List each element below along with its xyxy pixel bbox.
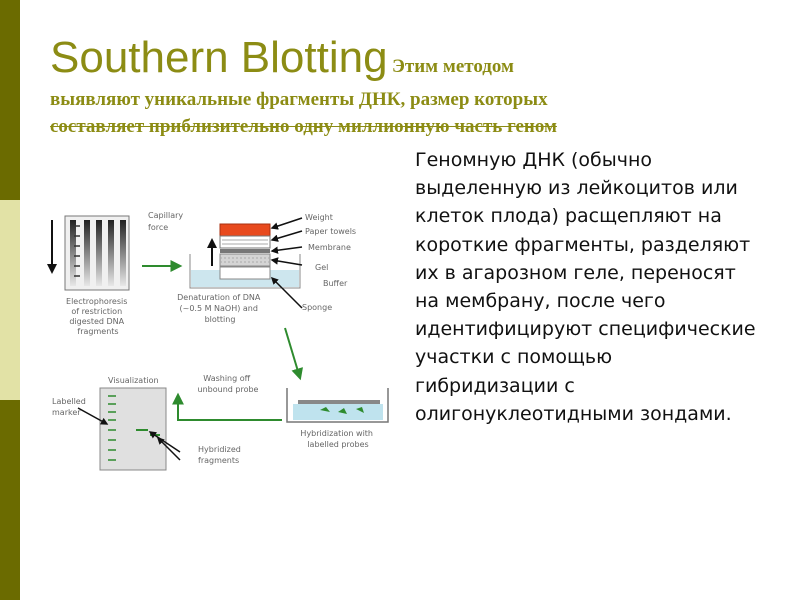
denaturation-label: Denaturation of DNA (~0.5 M NaOH) and bl… (177, 293, 263, 324)
flow-arrow-3 (172, 392, 282, 421)
apparatus-pointer-arrows (270, 217, 303, 309)
washing-label: Washing off unbound probe (198, 374, 259, 394)
hybridized-pointer-arrow-1 (148, 431, 181, 453)
subtitle-line-3: составляет приблизительно одну миллионну… (50, 116, 557, 137)
hybridization-tray (286, 388, 389, 423)
paper-towels-label: Paper towels (305, 227, 356, 236)
slide-title: Southern Blotting (50, 33, 388, 82)
electrophoresis-label: Electrophoresis of restriction digested … (66, 297, 130, 336)
sponge-label: Sponge (302, 303, 332, 312)
blotting-stack (189, 223, 301, 289)
subtitle-inline: Этим методом (392, 56, 514, 77)
hybridization-label: Hybridization with labelled probes (300, 429, 375, 449)
flow-arrow-2 (284, 327, 303, 381)
hybridized-pointer-arrow-2 (156, 436, 181, 461)
title-line: Southern Blotting Этим методом (50, 30, 770, 86)
visualization-label: Visualization (108, 376, 159, 385)
hybridized-fragments-label: Hybridized fragments (198, 445, 243, 465)
buffer-label: Buffer (323, 279, 348, 288)
membrane-label: Membrane (308, 243, 351, 252)
visualization-membrane (99, 387, 167, 471)
sidebar-segment-middle (0, 200, 20, 400)
gel-label: Gel (315, 263, 328, 272)
marker-lane-ticks (74, 225, 80, 277)
electrophoresis-gel (64, 215, 130, 291)
slide-title-block: Southern Blotting Этим методом выявляют … (50, 30, 770, 140)
southern-blot-diagram: Electrophoresis of restriction digested … (47, 211, 389, 471)
weight-label: Weight (305, 213, 333, 222)
marker-pointer-arrow (77, 407, 109, 425)
labelled-marker-label: Labelled marker (52, 397, 88, 417)
sidebar-segment-top (0, 0, 20, 200)
sidebar-segment-bottom (0, 400, 20, 600)
body-text: Геномную ДНК (обычно выделенную из лейко… (415, 149, 756, 425)
capillary-force-label: Capillary force (148, 211, 186, 232)
subtitle-line-2: выявляют уникальные фрагменты ДНК, разме… (50, 89, 548, 110)
